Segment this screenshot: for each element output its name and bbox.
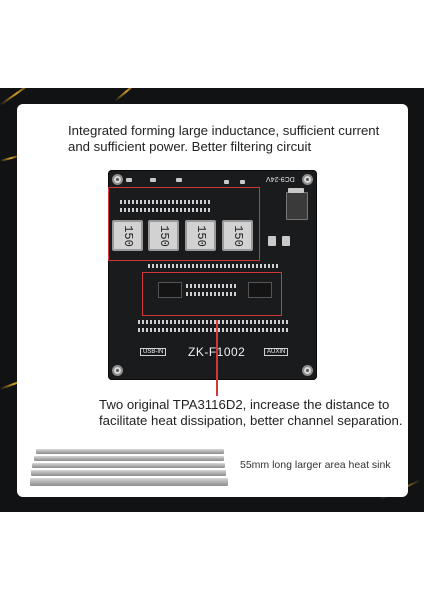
heat-sink-plate (32, 463, 225, 468)
chip-highlight (142, 272, 282, 316)
heat-sink-plate (31, 470, 226, 476)
component-row (138, 328, 288, 332)
inductor-caption: Integrated forming large inductance, suf… (68, 123, 380, 154)
smd-component (126, 178, 132, 182)
inductor-3: 150 (185, 220, 216, 251)
component-row (138, 320, 288, 324)
inductor-2: 150 (148, 220, 179, 251)
regulator-tab (288, 188, 304, 193)
mounting-hole-top-left (112, 174, 123, 185)
chip-caption: Two original TPA3116D2, increase the dis… (99, 397, 403, 428)
chip-pins (186, 292, 236, 296)
smd-component (176, 178, 182, 182)
heat-sink-plate (34, 456, 224, 461)
smd-component (240, 180, 245, 184)
voltage-label: DC9-24V (266, 175, 295, 182)
inductor-1: 150 (112, 220, 143, 251)
component-row (120, 208, 210, 212)
heat-sink-plate (36, 449, 224, 454)
gold-streak-top (114, 88, 139, 102)
mounting-hole-top-right (302, 174, 313, 185)
heat-sink-plate (30, 478, 228, 486)
component-row (148, 264, 278, 268)
inductor-highlight (108, 187, 260, 261)
amplifier-board: DC9-24V 150 150 150 150 USB-IN AUXIN ZK-… (108, 170, 317, 380)
aux-in-label: AUXIN (264, 348, 289, 356)
mounting-hole-bottom-left (112, 365, 123, 376)
amplifier-chip-right (248, 282, 272, 298)
inductor-4: 150 (222, 220, 253, 251)
voltage-regulator (286, 192, 308, 220)
component-row (120, 200, 210, 204)
mounting-hole-bottom-right (302, 365, 313, 376)
smd-component (150, 178, 156, 182)
chip-pointer-line (216, 320, 218, 396)
amplifier-chip-left (158, 282, 182, 298)
capacitor (268, 236, 276, 246)
heat-sink-caption: 55mm long larger area heat sink (240, 459, 391, 471)
usb-in-label: USB-IN (140, 348, 167, 356)
smd-component (224, 180, 229, 184)
chip-pins (186, 284, 236, 288)
capacitor (282, 236, 290, 246)
